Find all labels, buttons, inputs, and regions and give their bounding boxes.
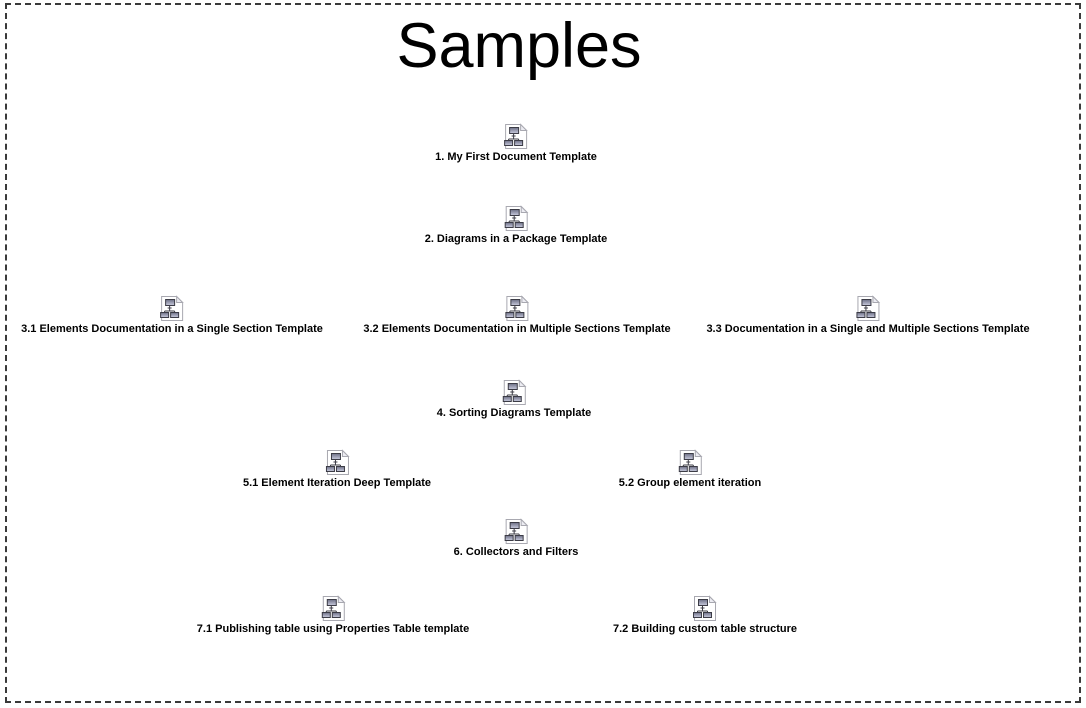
template-item[interactable]: 5.1 Element Iteration Deep Template: [243, 449, 431, 490]
diagram-title: Samples: [396, 11, 642, 81]
document-template-icon: [855, 295, 882, 322]
document-template-icon: [319, 595, 346, 622]
template-item[interactable]: 1. My First Document Template: [435, 123, 597, 164]
template-item[interactable]: 3.3 Documentation in a Single and Multip…: [706, 295, 1030, 336]
template-item-label: 7.2 Building custom table structure: [613, 623, 797, 635]
document-template-icon: [503, 123, 530, 150]
template-item-label: 7.1 Publishing table using Properties Ta…: [196, 623, 470, 635]
template-item[interactable]: 7.1 Publishing table using Properties Ta…: [197, 595, 469, 636]
template-item-label: 6. Collectors and Filters: [453, 546, 579, 558]
template-item-label: 3.3 Documentation in a Single and Multip…: [706, 323, 1030, 335]
document-template-icon: [500, 379, 527, 406]
document-template-icon: [502, 518, 529, 545]
template-item-label: 5.1 Element Iteration Deep Template: [242, 477, 432, 489]
template-item-label: 1. My First Document Template: [435, 151, 597, 163]
template-item[interactable]: 6. Collectors and Filters: [453, 518, 579, 559]
template-item[interactable]: 5.2 Group element iteration: [619, 449, 761, 490]
template-item[interactable]: 2. Diagrams in a Package Template: [424, 205, 608, 246]
document-template-icon: [676, 449, 703, 476]
template-item-label: 3.1 Elements Documentation in a Single S…: [21, 323, 323, 335]
document-template-icon: [502, 205, 529, 232]
template-item-label: 4. Sorting Diagrams Template: [436, 407, 592, 419]
document-template-icon: [323, 449, 350, 476]
template-item-label: 3.2 Elements Documentation in Multiple S…: [363, 323, 671, 335]
document-template-icon: [504, 295, 531, 322]
template-item[interactable]: 3.1 Elements Documentation in a Single S…: [21, 295, 323, 336]
template-item-label: 5.2 Group element iteration: [618, 477, 762, 489]
template-item[interactable]: 4. Sorting Diagrams Template: [437, 379, 591, 420]
template-item-label: 2. Diagrams in a Package Template: [424, 233, 608, 245]
document-template-icon: [691, 595, 718, 622]
page-boundary: [5, 3, 1081, 703]
template-item[interactable]: 3.2 Elements Documentation in Multiple S…: [363, 295, 671, 336]
document-template-icon: [158, 295, 185, 322]
template-item[interactable]: 7.2 Building custom table structure: [613, 595, 797, 636]
